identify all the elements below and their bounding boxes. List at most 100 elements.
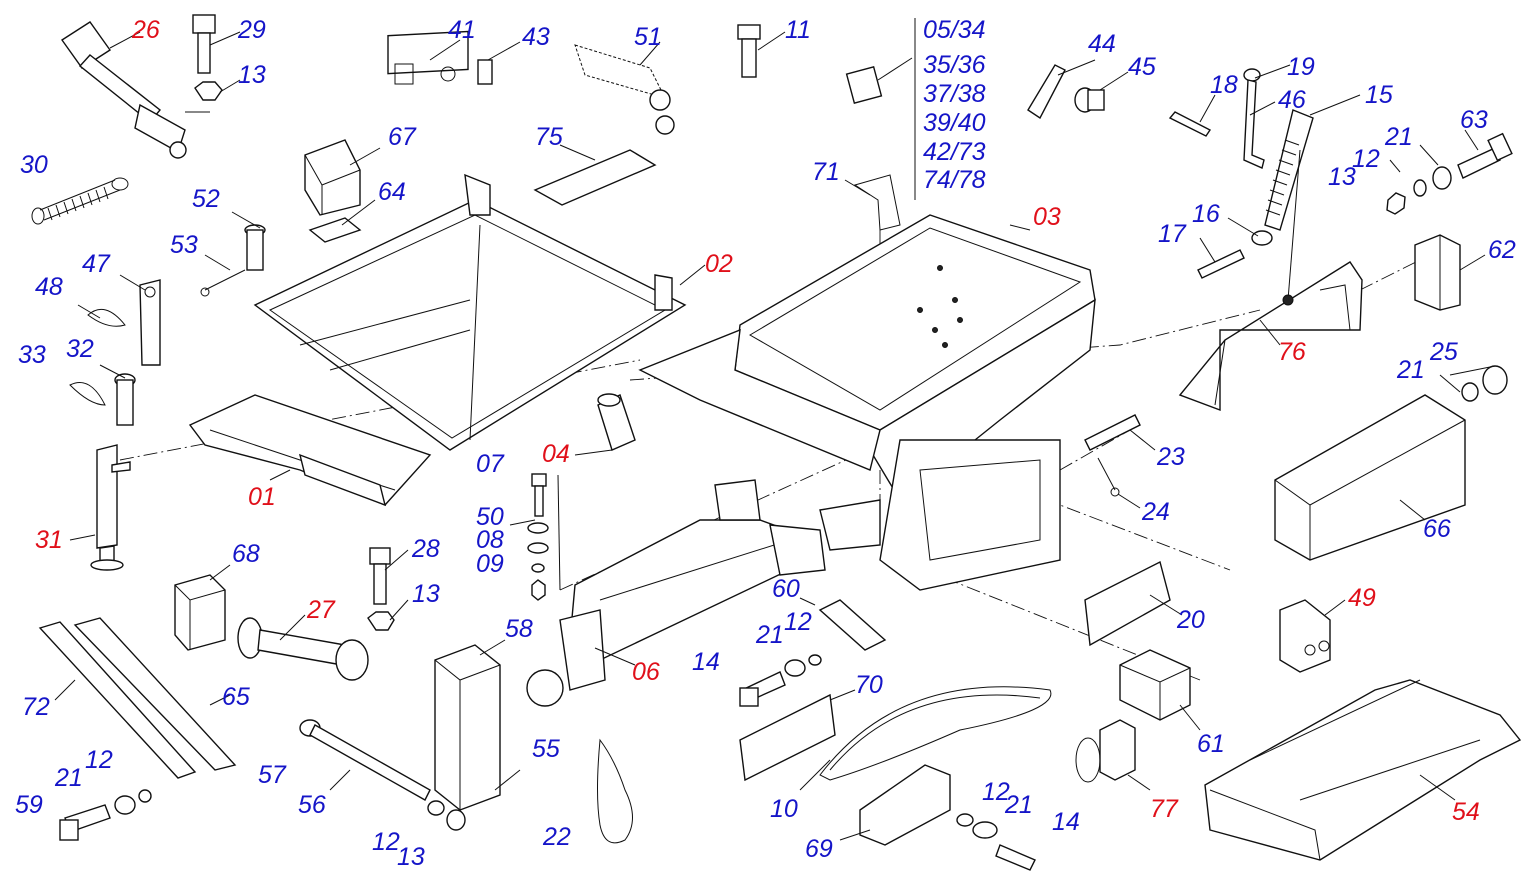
- part-59-bolt-set: [59, 789, 152, 841]
- part-17-pin: [1197, 237, 1245, 279]
- part-32-pin: [99, 364, 136, 426]
- part-16-washer: [1227, 217, 1273, 246]
- part-07-fastener-stack: [509, 473, 561, 601]
- part-53-clip: [200, 254, 246, 297]
- callout-76: 76: [1278, 338, 1306, 366]
- part-61-bracket: [1119, 649, 1201, 731]
- part-27-pto-shaft: [237, 614, 369, 681]
- part-33-clip: [69, 382, 106, 406]
- part-68-bracket: [174, 564, 231, 651]
- callout-22: 22: [543, 823, 571, 851]
- part-62-bracket: [1414, 234, 1486, 311]
- callout-59: 59: [15, 791, 43, 819]
- callout-62: 62: [1488, 236, 1516, 264]
- part-45-bushing: [1074, 71, 1129, 113]
- part-14-bolt-set-middle: [739, 654, 822, 707]
- part-58-55-cover: [434, 639, 521, 811]
- callout-01: 01: [248, 483, 276, 511]
- callout-11: 11: [785, 16, 811, 44]
- callout-65: 65: [222, 683, 250, 711]
- part-63-bolt-set: [1386, 129, 1513, 215]
- part-22-chain: [597, 738, 633, 844]
- part-11-bolt: [737, 24, 786, 78]
- part-52-pin: [231, 211, 266, 271]
- callout-26: 26: [132, 16, 160, 44]
- part-13-nut-middle: [367, 599, 409, 631]
- callout-63: 63: [1460, 106, 1488, 134]
- callout-13: 13: [412, 580, 440, 608]
- callout-45: 45: [1128, 53, 1156, 81]
- callout-09: 09: [476, 550, 504, 578]
- callout-23: 23: [1157, 443, 1185, 471]
- part-75-sheet: [533, 144, 657, 206]
- part-44-flap: [1027, 59, 1096, 120]
- callout-68: 68: [232, 540, 260, 568]
- callout-75: 75: [535, 123, 563, 151]
- callout-77: 77: [1150, 795, 1178, 823]
- part-02-hopper-frame: [253, 173, 706, 451]
- part-72-rail: [38, 621, 197, 779]
- callout-13: 13: [238, 61, 266, 89]
- callout-24: 24: [1142, 498, 1170, 526]
- callout-66: 66: [1423, 515, 1451, 543]
- callout-27: 27: [307, 596, 335, 624]
- callout-10: 10: [770, 795, 798, 823]
- callout-12: 12: [85, 746, 113, 774]
- callout-42-73: 42/73: [923, 138, 986, 166]
- callout-70: 70: [855, 671, 883, 699]
- part-47-link: [119, 274, 161, 366]
- callout-29: 29: [238, 16, 266, 44]
- part-60-bracket: [799, 597, 887, 651]
- callout-21: 21: [1005, 791, 1033, 819]
- callout-71: 71: [812, 158, 840, 186]
- callout-03: 03: [1033, 203, 1061, 231]
- part-13-nut-top: [185, 79, 241, 113]
- part-30-spring: [31, 177, 129, 225]
- part-06-axle-arm: [526, 479, 826, 707]
- callout-57: 57: [258, 761, 286, 789]
- part-24-clip: [1097, 457, 1141, 509]
- callout-12: 12: [372, 828, 400, 856]
- callout-50: 50: [476, 503, 504, 531]
- part-01-side-beam: [188, 394, 432, 507]
- callout-72: 72: [22, 693, 50, 721]
- part-decal-set: [845, 18, 916, 200]
- callout-44: 44: [1088, 30, 1116, 58]
- callout-28: 28: [412, 535, 440, 563]
- callout-19: 19: [1287, 53, 1315, 81]
- callout-30: 30: [20, 151, 48, 179]
- part-70-plate: [739, 689, 856, 782]
- callout-58: 58: [505, 615, 533, 643]
- callout-48: 48: [35, 273, 63, 301]
- callout-06: 06: [632, 658, 660, 686]
- part-41-data-plate: [387, 30, 469, 85]
- part-19-46-handle: [1243, 64, 1291, 169]
- callout-39-40: 39/40: [923, 109, 986, 137]
- callout-64: 64: [378, 178, 406, 206]
- part-51-chain: [574, 41, 675, 135]
- callout-52: 52: [192, 185, 220, 213]
- part-77-motor: [1075, 719, 1151, 791]
- callout-31: 31: [35, 526, 63, 554]
- callout-21: 21: [55, 764, 83, 792]
- part-69-cover: [839, 764, 951, 846]
- part-29-bolt: [192, 14, 241, 74]
- part-48-clip: [77, 304, 126, 327]
- callout-15: 15: [1365, 81, 1393, 109]
- part-14-bolt-set-bottom: [956, 813, 1036, 871]
- part-54-housing: [1204, 679, 1522, 861]
- callout-05-34: 05/34: [923, 16, 986, 44]
- callout-18: 18: [1210, 71, 1238, 99]
- callout-33: 33: [18, 341, 46, 369]
- callout-49: 49: [1348, 584, 1376, 612]
- part-67-cover: [304, 139, 381, 216]
- callout-41: 41: [448, 16, 476, 44]
- callout-12: 12: [1352, 145, 1380, 173]
- callout-53: 53: [170, 231, 198, 259]
- part-76-guard-plate: [1178, 261, 1363, 412]
- callout-54: 54: [1452, 798, 1480, 826]
- callout-47: 47: [82, 250, 110, 278]
- callout-21: 21: [1385, 123, 1413, 151]
